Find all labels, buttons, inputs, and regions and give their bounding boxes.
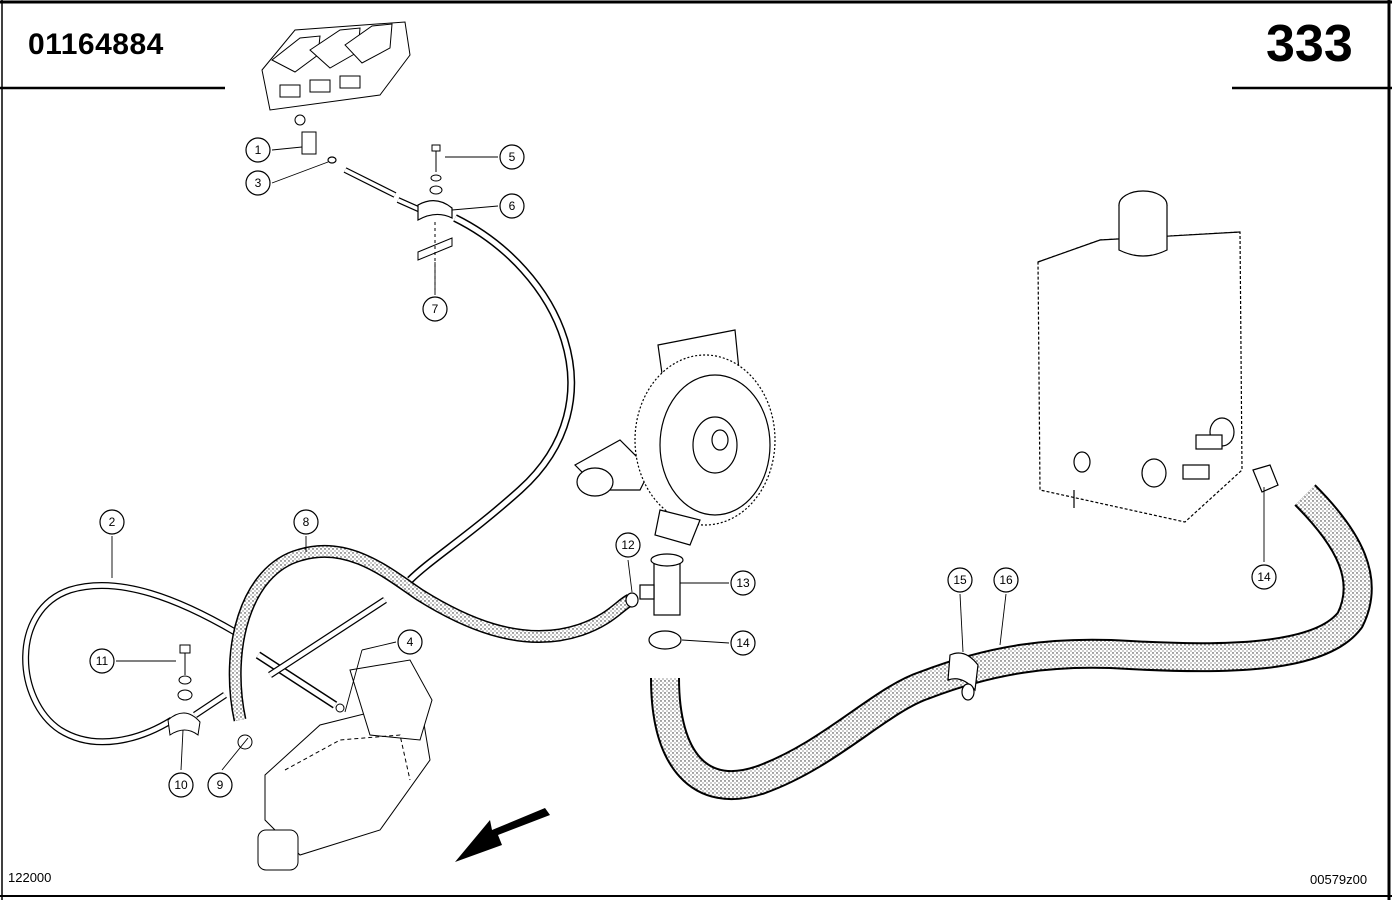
fluid-reservoir [1037,190,1279,523]
callout-3[interactable]: 3 [245,170,271,196]
callout-5[interactable]: 5 [499,144,525,170]
callout-14-tank-label: 14 [1257,570,1271,584]
callout-10[interactable]: 10 [168,772,194,798]
callout-12[interactable]: 12 [615,532,641,558]
callout-5-label: 5 [509,150,516,164]
callout-9-label: 9 [217,778,224,792]
bolt-11 [167,644,201,736]
callout-14-lower-label: 14 [736,636,750,650]
direction-arrow [455,808,550,862]
callouts: 1 3 5 6 7 2 8 4 11 10 9 12 13 14 14 15 1… [89,137,1277,798]
callout-8-label: 8 [303,515,310,529]
callout-6-label: 6 [509,199,516,213]
footer-right-code: 00579z00 [1310,872,1368,887]
callout-2-label: 2 [109,515,116,529]
callout-1[interactable]: 1 [245,137,271,163]
valve-manifold [261,21,411,155]
clamp-15 [947,652,979,701]
callout-7-label: 7 [432,302,439,316]
page-number: 333 [1266,15,1353,73]
callout-1-label: 1 [255,143,262,157]
tee-fitting-13 [625,553,684,650]
injection-pump [237,659,433,871]
part-number: 01164884 [28,28,164,61]
callout-11-label: 11 [96,654,109,668]
callout-14-tank[interactable]: 14 [1251,564,1277,590]
hose-8 [228,544,634,722]
callout-10-label: 10 [174,778,188,792]
callout-13-label: 13 [736,576,750,590]
callout-8[interactable]: 8 [293,509,319,535]
callout-7[interactable]: 7 [422,296,448,322]
callout-16-label: 16 [999,573,1013,587]
callout-16[interactable]: 16 [993,567,1019,593]
callout-15[interactable]: 15 [947,567,973,593]
callout-12-label: 12 [621,538,635,552]
upper-hose-assembly [327,156,576,583]
callout-4-label: 4 [407,635,414,649]
callout-2[interactable]: 2 [99,509,125,535]
bolt-5 [429,144,443,195]
footer-left-code: 122000 [8,870,52,885]
clamp-6 [417,200,453,222]
callout-13[interactable]: 13 [730,570,756,596]
pulley-pump [574,329,776,546]
callout-6[interactable]: 6 [499,193,525,219]
callout-4[interactable]: 4 [397,629,423,655]
callout-9[interactable]: 9 [207,772,233,798]
callout-15-label: 15 [953,573,967,587]
leader-lines [111,146,1265,771]
hose-16 [650,484,1373,800]
callout-11[interactable]: 11 [89,648,115,674]
callout-3-label: 3 [255,176,262,190]
callout-14-lower[interactable]: 14 [730,630,756,656]
hose-2 [22,582,237,746]
